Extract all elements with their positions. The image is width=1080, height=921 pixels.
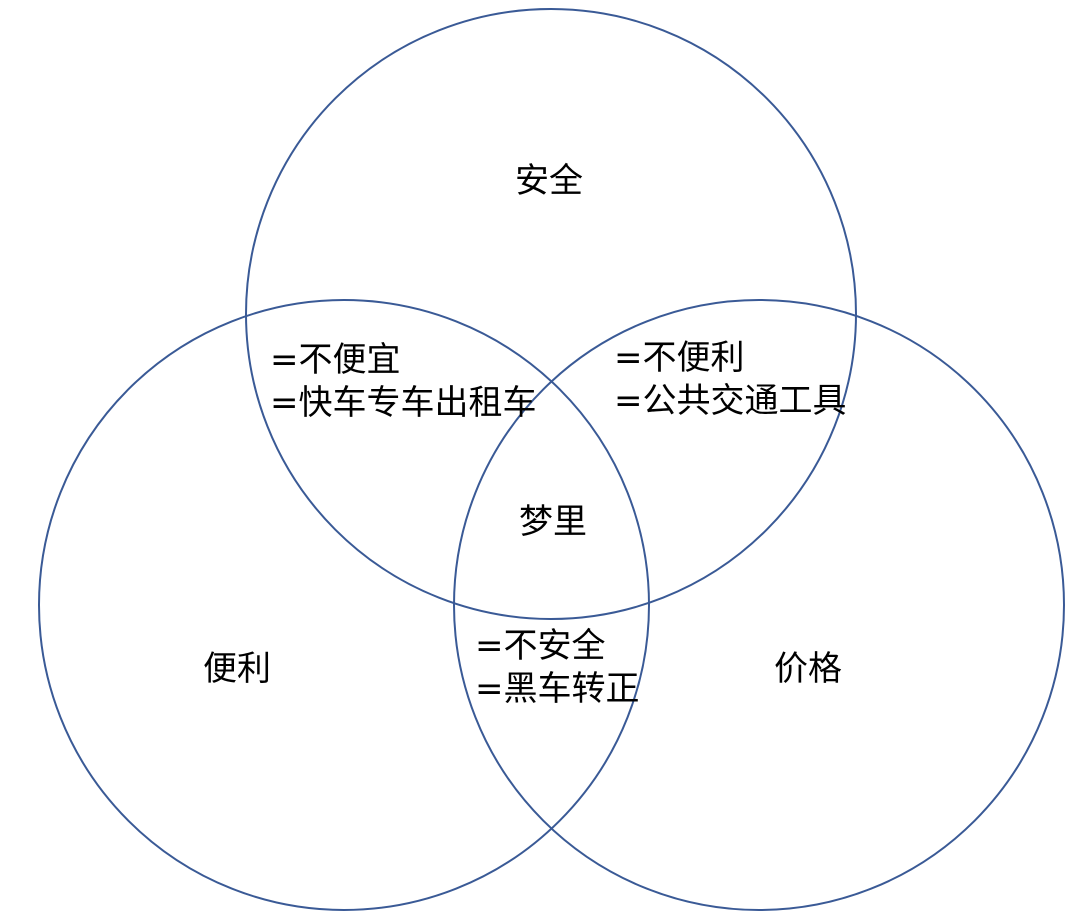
set-label-price: 价格: [774, 649, 842, 689]
intersection-safety-price-line2: =公共交通工具: [614, 381, 847, 421]
set-label-convenience: 便利: [203, 649, 271, 689]
intersection-safety-price-line1: =不便利: [614, 338, 745, 378]
intersection-center: 梦里: [519, 502, 587, 542]
intersection-convenience-price-line1: =不安全: [475, 626, 606, 666]
circle-safety: [245, 8, 857, 620]
circle-convenience: [38, 299, 650, 911]
circle-price: [453, 299, 1065, 911]
intersection-safety-convenience-line2: =快车专车出租车: [270, 383, 537, 423]
set-label-safety: 安全: [515, 161, 583, 201]
intersection-safety-convenience-line1: =不便宜: [270, 340, 401, 380]
intersection-convenience-price-line2: =黑车转正: [475, 669, 640, 709]
